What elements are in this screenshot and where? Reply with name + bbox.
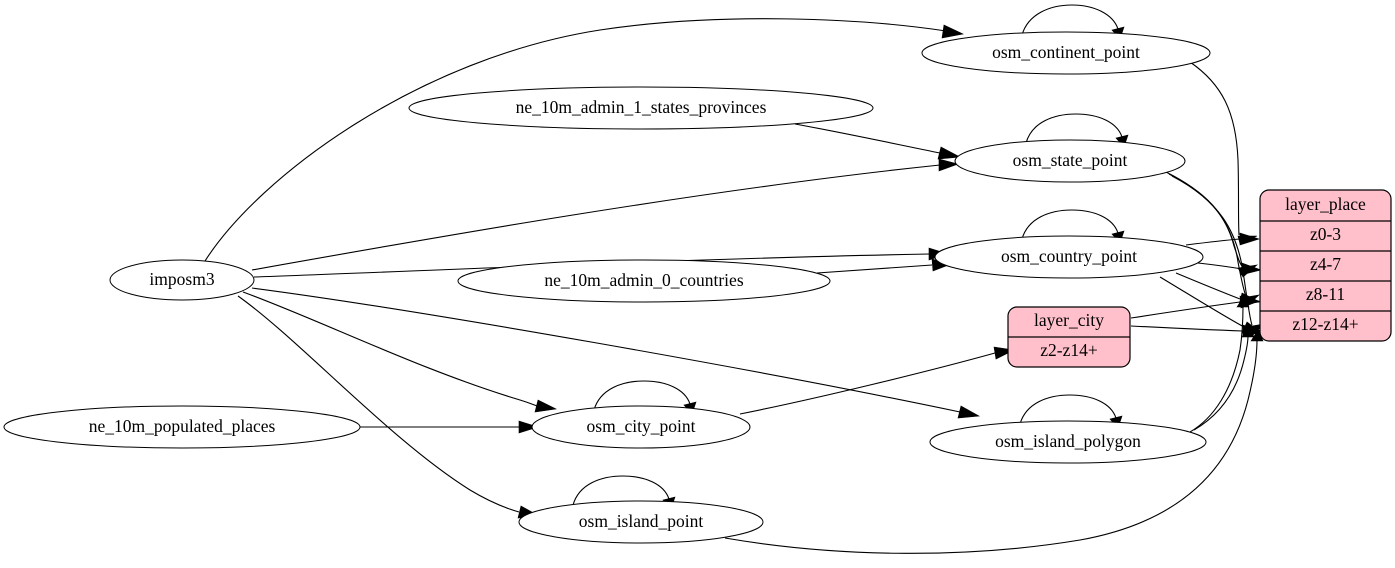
edge-osm_state_point-to-layer_place-z8-11 bbox=[1168, 173, 1247, 297]
node-imposm3-label: imposm3 bbox=[149, 269, 214, 289]
arrowhead-ne_populated-osm_city_point bbox=[518, 420, 539, 434]
edge-osm_island_point-to-layer_place-z12-z14 bbox=[724, 339, 1258, 554]
node-osm_island_point-label: osm_island_point bbox=[579, 511, 704, 531]
edge-layer bbox=[204, 4, 1265, 554]
arrowhead-imposm3-osm_state_point bbox=[938, 158, 959, 172]
node-ne_10m_populated_places-label: ne_10m_populated_places bbox=[89, 416, 276, 436]
edge-osm_island_polygon-to-layer_place-z12-z14 bbox=[1193, 335, 1249, 431]
node-osm_island_polygon-label: osm_island_polygon bbox=[995, 431, 1141, 451]
node-ne_10m_admin_0_countries[interactable]: ne_10m_admin_0_countries bbox=[457, 259, 831, 303]
arrowhead-island_polygon-z8-11 bbox=[1236, 295, 1250, 308]
layer_place-row-z8-11[interactable]: z8-11 bbox=[1306, 284, 1345, 304]
edge-imposm3-to-osm_continent_point bbox=[204, 18, 947, 262]
edge-osm_country_point-to-layer_place-z12-z14 bbox=[1159, 276, 1245, 328]
selfloop-osm_continent_point bbox=[1021, 4, 1119, 36]
node-osm_island_polygon[interactable]: osm_island_polygon bbox=[929, 420, 1207, 464]
node-ne_10m_admin_0_countries-label: ne_10m_admin_0_countries bbox=[544, 270, 743, 290]
arrowhead-imposm3-osm_continent_point bbox=[941, 24, 964, 39]
arrowhead-island_polygon-z12-z14 bbox=[1241, 325, 1255, 338]
arrowhead-country-z4-7 bbox=[1240, 262, 1263, 276]
selfloop-osm_island_point bbox=[572, 475, 670, 506]
node-osm_continent_point[interactable]: osm_continent_point bbox=[921, 31, 1211, 75]
edge-osm_country_point-to-layer_place-z8-11 bbox=[1175, 272, 1241, 300]
edge-ne_admin1-to-osm_state_point bbox=[794, 123, 941, 154]
node-ne_10m_populated_places[interactable]: ne_10m_populated_places bbox=[3, 405, 361, 449]
node-osm_state_point[interactable]: osm_state_point bbox=[954, 139, 1186, 183]
edge-osm_country_point-to-layer_place-z0-3 bbox=[1185, 238, 1241, 246]
node-ne_10m_admin_1_states_provinces[interactable]: ne_10m_admin_1_states_provinces bbox=[408, 86, 874, 130]
node-layer_place[interactable]: layer_place z0-3 z4-7 z8-11 z12-z14+ bbox=[1259, 189, 1392, 342]
selfloop-osm_country_point bbox=[1021, 209, 1119, 240]
layer_city-row-z2-z14plus[interactable]: z2-z14+ bbox=[1040, 340, 1098, 360]
node-osm_country_point-label: osm_country_point bbox=[1001, 246, 1137, 266]
edge-imposm3-to-osm_state_point bbox=[251, 164, 941, 271]
selfloop-osm_island_polygon bbox=[1019, 394, 1117, 425]
layer_place-title: layer_place bbox=[1285, 194, 1366, 214]
node-osm_continent_point-label: osm_continent_point bbox=[992, 42, 1140, 62]
node-osm_city_point[interactable]: osm_city_point bbox=[531, 405, 751, 449]
node-osm_state_point-label: osm_state_point bbox=[1013, 150, 1128, 170]
arrowhead-ne_admin1-osm_state_point bbox=[937, 146, 962, 160]
edge-imposm3-to-osm_island_polygon bbox=[251, 287, 961, 413]
edge-osm_country_point-to-layer_place-z4-7 bbox=[1197, 262, 1243, 270]
layer_place-row-z0-3[interactable]: z0-3 bbox=[1310, 224, 1341, 244]
edge-ne_admin0-to-osm_country_point bbox=[816, 264, 933, 274]
edge-imposm3-to-osm_city_point bbox=[242, 291, 538, 407]
arrowhead-imposm3-osm_island_polygon bbox=[957, 405, 980, 419]
edge-osm_island_polygon-to-layer_place-z8-11 bbox=[1189, 305, 1244, 433]
node-osm_island_point[interactable]: osm_island_point bbox=[518, 500, 764, 544]
edge-osm_continent_point-to-layer_place-z0-3 bbox=[1189, 61, 1240, 236]
arrowhead-country-z0-3 bbox=[1239, 232, 1260, 246]
edge-osm_city_point-to-layer_city bbox=[739, 352, 996, 415]
layer_place-row-z4-7[interactable]: z4-7 bbox=[1310, 254, 1341, 274]
node-layer: imposm3 ne_10m_admin_1_states_provinces … bbox=[3, 31, 1392, 544]
arrowhead-imposm3-osm_city_point bbox=[534, 399, 557, 413]
node-osm_country_point[interactable]: osm_country_point bbox=[934, 235, 1204, 279]
edge-imposm3-to-osm_island_point bbox=[237, 295, 520, 513]
node-imposm3[interactable]: imposm3 bbox=[109, 259, 255, 301]
edge-layer_city-to-layer_place-z8-11 bbox=[1130, 301, 1241, 319]
node-osm_city_point-label: osm_city_point bbox=[587, 416, 696, 436]
node-ne_10m_admin_1_states_provinces-label: ne_10m_admin_1_states_provinces bbox=[516, 97, 767, 117]
layer_place-row-z12-z14plus[interactable]: z12-z14+ bbox=[1292, 314, 1358, 334]
selfloop-osm_state_point bbox=[1025, 113, 1123, 144]
edge-layer_city-to-layer_place-z12-z14 bbox=[1130, 325, 1244, 332]
selfloop-osm_city_point bbox=[593, 380, 691, 411]
node-layer_city[interactable]: layer_city z2-z14+ bbox=[1007, 306, 1131, 368]
layer_city-title: layer_city bbox=[1034, 310, 1104, 330]
